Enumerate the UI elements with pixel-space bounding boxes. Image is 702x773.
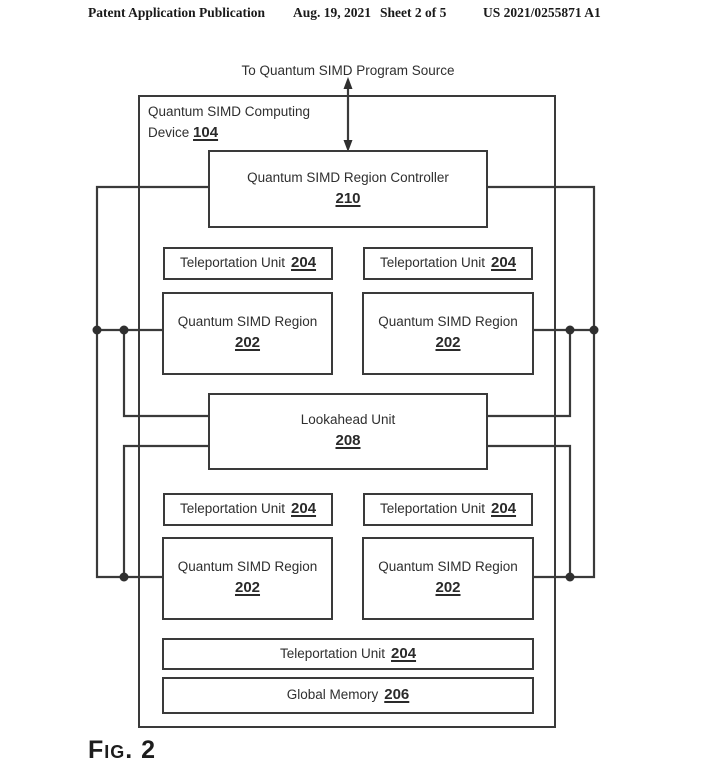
- global-memory-box: Global Memory 206: [162, 677, 534, 714]
- teleportation-unit-ref: 204: [391, 644, 417, 662]
- quantum-simd-region-ref: 202: [435, 579, 461, 597]
- arrow-head-up: [343, 77, 353, 89]
- lookahead-unit-box: Lookahead Unit 208: [208, 393, 488, 470]
- quantum-simd-region-box-2: Quantum SIMD Region 202: [362, 292, 534, 375]
- device-label-line1: Quantum SIMD Computing: [148, 104, 311, 119]
- teleportation-unit-box-1: Teleportation Unit 204: [163, 247, 333, 280]
- region-controller-ref: 210: [335, 189, 361, 207]
- junction-dot: [565, 325, 575, 335]
- teleportation-unit-ref: 204: [291, 254, 317, 272]
- teleportation-unit-box-5: Teleportation Unit 204: [162, 638, 534, 670]
- region-controller-box: Quantum SIMD Region Controller 210: [208, 150, 488, 228]
- quantum-simd-region-ref: 202: [435, 334, 461, 352]
- quantum-simd-region-box-3: Quantum SIMD Region 202: [162, 537, 333, 620]
- header-publication: Patent Application Publication: [88, 5, 266, 20]
- quantum-simd-region-box-1: Quantum SIMD Region 202: [162, 292, 333, 375]
- device-label: Quantum SIMD Computing Device 104: [148, 102, 310, 145]
- teleportation-unit-box-2: Teleportation Unit 204: [363, 247, 533, 280]
- global-memory-ref: 206: [384, 686, 410, 704]
- teleportation-unit-ref: 204: [291, 500, 317, 518]
- junction-dot: [92, 325, 102, 335]
- teleportation-unit-ref: 204: [491, 254, 517, 272]
- teleportation-unit-box-4: Teleportation Unit 204: [363, 493, 533, 526]
- lookahead-unit-ref: 208: [335, 432, 361, 450]
- quantum-simd-region-box-4: Quantum SIMD Region 202: [362, 537, 534, 620]
- header-date: Aug. 19, 2021: [293, 5, 372, 20]
- device-label-line2: Device 104: [148, 124, 219, 142]
- junction-dot: [565, 572, 575, 582]
- junction-dot: [589, 325, 599, 335]
- quantum-simd-region-ref: 202: [234, 334, 261, 352]
- junction-dot: [119, 572, 129, 582]
- region-controller-label: Quantum SIMD Region Controller: [247, 169, 449, 185]
- teleportation-unit-box-3: Teleportation Unit 204: [163, 493, 333, 526]
- program-source-label: To Quantum SIMD Program Source: [241, 63, 455, 78]
- teleportation-unit-ref: 204: [491, 500, 517, 518]
- quantum-simd-region-ref: 202: [234, 579, 261, 597]
- header-patent-number: US 2021/0255871 A1: [483, 5, 601, 20]
- figure-label: Fig. 2: [88, 736, 157, 764]
- header-sheet-number: Sheet 2 of 5: [380, 5, 447, 20]
- device-ref: 104: [193, 124, 219, 142]
- lookahead-unit-label: Lookahead Unit: [300, 412, 396, 428]
- junction-dot: [119, 325, 129, 335]
